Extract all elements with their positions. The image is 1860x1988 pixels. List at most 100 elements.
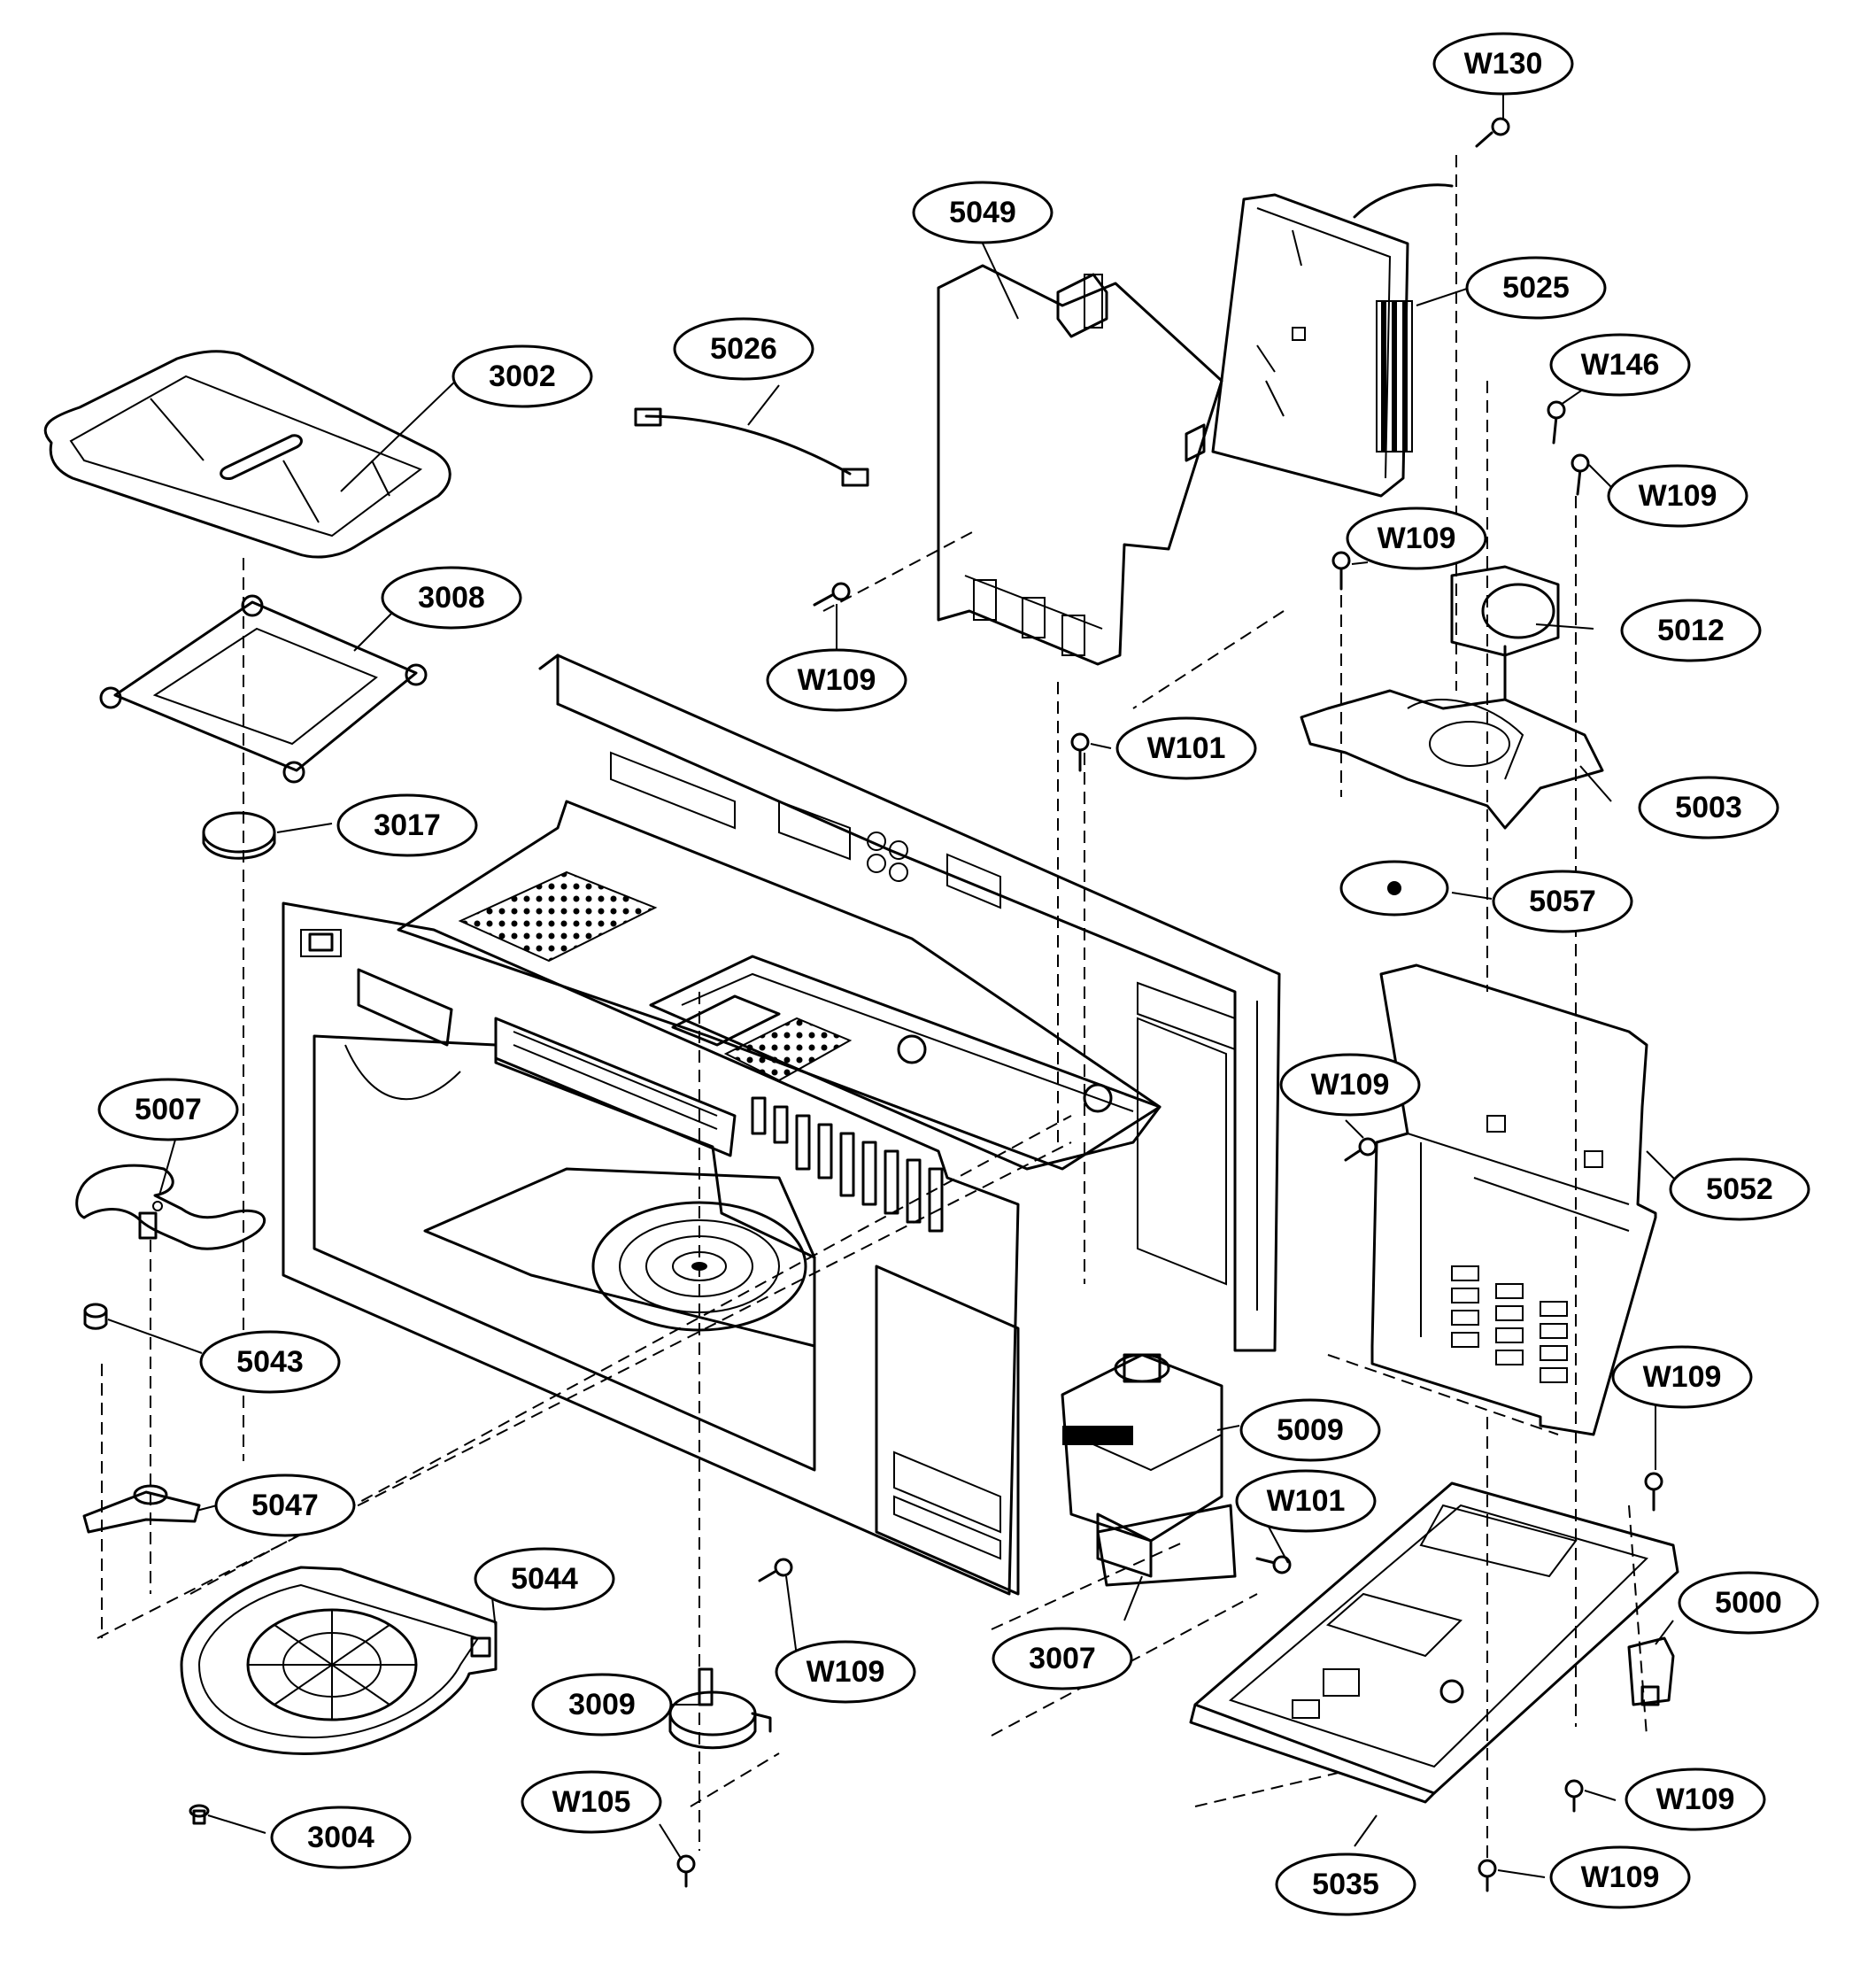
callout-oval bbox=[992, 1627, 1133, 1690]
callout-label: 3007 bbox=[1029, 1642, 1096, 1675]
callout-5012: 5012 bbox=[1620, 599, 1762, 662]
callout-5000: 5000 bbox=[1678, 1571, 1819, 1635]
callout-oval bbox=[1465, 256, 1607, 320]
callout-w101: W101 bbox=[1115, 716, 1257, 780]
callout-label: 3004 bbox=[307, 1821, 374, 1854]
coupler-3017 bbox=[202, 811, 276, 860]
callout-label: W109 bbox=[1378, 522, 1456, 555]
callout-label: W109 bbox=[1639, 479, 1717, 513]
callout-label: 5003 bbox=[1675, 791, 1742, 824]
callout-label: W109 bbox=[1311, 1068, 1390, 1102]
screws bbox=[676, 117, 1663, 1892]
callout-5003: 5003 bbox=[1638, 776, 1779, 839]
callout-label: 5012 bbox=[1657, 614, 1725, 647]
screw-w109-front bbox=[758, 1558, 793, 1582]
callout-label: W109 bbox=[807, 1655, 885, 1689]
callout-oval bbox=[1235, 1469, 1377, 1533]
screw-w109-top-right bbox=[1571, 453, 1590, 496]
callout-oval bbox=[336, 793, 478, 857]
callout-3009: 3009 bbox=[531, 1673, 673, 1737]
screw-w101-top bbox=[1070, 732, 1090, 772]
wire-harness-5026 bbox=[634, 407, 869, 487]
callout-label: 5007 bbox=[135, 1093, 202, 1126]
callout-label: W109 bbox=[1656, 1783, 1735, 1816]
callout-label: 3002 bbox=[489, 360, 556, 393]
oven-cavity-main bbox=[282, 654, 1281, 1596]
screw-w109-bracket bbox=[813, 582, 851, 607]
callout-3008: 3008 bbox=[381, 566, 522, 630]
callout-label: 5009 bbox=[1277, 1413, 1344, 1447]
callout-oval bbox=[1115, 716, 1257, 780]
callout-oval bbox=[521, 1770, 662, 1834]
callout-oval bbox=[673, 317, 814, 381]
leader-lines bbox=[107, 89, 1683, 1878]
stirrer-cover-5044 bbox=[180, 1566, 498, 1755]
callout-label: W146 bbox=[1581, 348, 1660, 382]
callout-label: 5035 bbox=[1312, 1868, 1379, 1901]
callout-label: 5057 bbox=[1529, 885, 1596, 918]
callout-oval bbox=[381, 566, 522, 630]
callout-label: 5025 bbox=[1502, 271, 1570, 305]
callout-label: W105 bbox=[552, 1785, 631, 1819]
control-bracket-5049 bbox=[937, 264, 1223, 666]
callout-w109: W109 bbox=[766, 648, 907, 712]
callout-label: W109 bbox=[1581, 1860, 1660, 1894]
callout-label: W101 bbox=[1147, 731, 1226, 765]
callout-5044: 5044 bbox=[474, 1547, 615, 1611]
callout-label: 5052 bbox=[1706, 1172, 1773, 1206]
callout-label: 3008 bbox=[418, 581, 485, 615]
callout-3004: 3004 bbox=[270, 1806, 412, 1869]
callout-label: 5044 bbox=[511, 1562, 578, 1596]
callout-oval bbox=[775, 1640, 916, 1704]
power-board-5025 bbox=[1211, 183, 1454, 498]
callout-5052: 5052 bbox=[1669, 1157, 1810, 1221]
roller-ring-3008 bbox=[99, 594, 428, 784]
fan-bracket-5003 bbox=[1300, 689, 1604, 830]
callout-oval bbox=[766, 648, 907, 712]
callout-oval bbox=[1492, 870, 1633, 933]
callout-w109: W109 bbox=[1346, 507, 1487, 570]
stirrer-shaft-5047 bbox=[82, 1484, 201, 1534]
callout-oval bbox=[97, 1078, 239, 1141]
callout-w105: W105 bbox=[521, 1770, 662, 1834]
callout-w109: W109 bbox=[1607, 464, 1748, 528]
callout-label: 5049 bbox=[949, 196, 1016, 229]
callout-w109: W109 bbox=[1549, 1845, 1691, 1909]
screw-w146 bbox=[1547, 400, 1566, 445]
callout-3002: 3002 bbox=[451, 344, 593, 408]
callout-5047: 5047 bbox=[214, 1474, 356, 1537]
callout-oval bbox=[270, 1806, 412, 1869]
callout-oval bbox=[1607, 464, 1748, 528]
magnetron-5009 bbox=[1061, 1353, 1223, 1578]
screw-w109-side bbox=[1344, 1137, 1378, 1162]
glass-tray-3002 bbox=[43, 350, 451, 559]
callout-oval bbox=[1669, 1157, 1810, 1221]
callout-w109: W109 bbox=[1611, 1345, 1753, 1409]
callout-label: W130 bbox=[1464, 47, 1543, 81]
screw-w101-mag bbox=[1255, 1555, 1292, 1574]
callout-5025: 5025 bbox=[1465, 256, 1607, 320]
callout-5009: 5009 bbox=[1239, 1398, 1381, 1462]
screw-w109-fan bbox=[1331, 551, 1351, 591]
callout-w146: W146 bbox=[1549, 333, 1691, 397]
screw-3004 bbox=[189, 1804, 210, 1825]
callout-w109: W109 bbox=[1279, 1053, 1421, 1117]
callout-label: W109 bbox=[798, 663, 876, 697]
screw-w105 bbox=[676, 1854, 696, 1888]
callout-label: 3017 bbox=[374, 808, 441, 842]
callout-oval bbox=[474, 1547, 615, 1611]
callout-oval bbox=[1275, 1853, 1416, 1916]
stirrer-blade-5007 bbox=[75, 1164, 266, 1250]
callout-oval bbox=[912, 181, 1053, 244]
callout-oval bbox=[531, 1673, 673, 1737]
callout-5043: 5043 bbox=[199, 1330, 341, 1394]
callout-oval bbox=[1678, 1571, 1819, 1635]
screw-w109-right bbox=[1644, 1472, 1663, 1512]
callout-3017: 3017 bbox=[336, 793, 478, 857]
callout-oval bbox=[1625, 1768, 1766, 1831]
callout-5007: 5007 bbox=[97, 1078, 239, 1141]
callout-label: W101 bbox=[1267, 1484, 1346, 1518]
callout-oval bbox=[214, 1474, 356, 1537]
screw-w130 bbox=[1475, 117, 1510, 148]
